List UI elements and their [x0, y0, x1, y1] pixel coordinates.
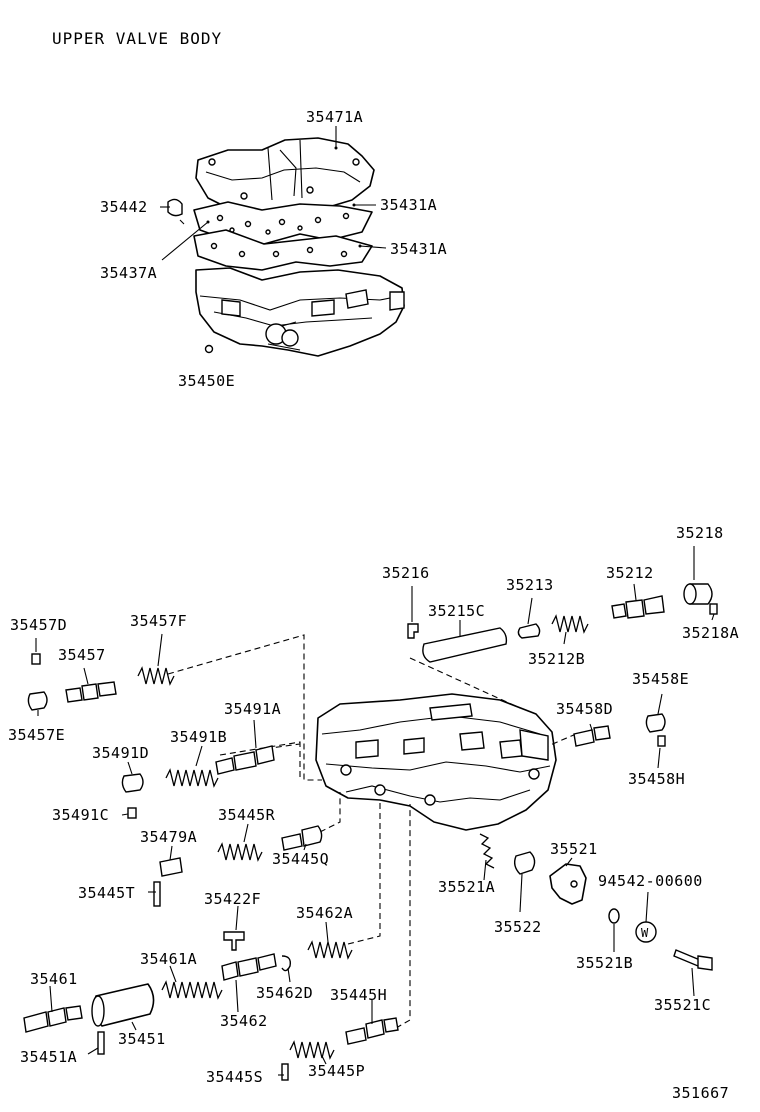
- label-35450E: 35450E: [178, 372, 235, 390]
- part-35212-drawing: [611, 595, 665, 619]
- label-35437A: 35437A: [100, 264, 157, 282]
- part-labels: 35471A 35442 35431A 35431A 35437A 35450E…: [8, 108, 739, 1102]
- label-35458E: 35458E: [632, 670, 689, 688]
- label-94542-00600: 94542-00600: [598, 872, 703, 890]
- part-35491A-drawing: [215, 745, 275, 775]
- part-35450E-drawing: [204, 344, 214, 354]
- part-35218-drawing: [683, 583, 713, 605]
- label-35521A: 35521A: [438, 878, 495, 896]
- label-35521B: 35521B: [576, 954, 633, 972]
- part-35445S-drawing: [281, 1063, 289, 1081]
- label-35462: 35462: [220, 1012, 268, 1030]
- label-35218: 35218: [676, 524, 724, 542]
- label-35462A: 35462A: [296, 904, 353, 922]
- part-35462D-drawing: [281, 955, 292, 972]
- label-35457: 35457: [58, 646, 106, 664]
- lower-leader-lines: [35, 546, 715, 1076]
- upper-leader-lines: [160, 126, 387, 261]
- part-35215C-drawing: [422, 627, 508, 663]
- part-35442-drawing: [167, 198, 183, 217]
- spring-35212B-drawing: [551, 614, 589, 634]
- label-35491A: 35491A: [224, 700, 281, 718]
- spring-35457F-drawing: [137, 666, 175, 686]
- part-35218A-drawing: [709, 603, 718, 615]
- label-35458D: 35458D: [556, 700, 613, 718]
- label-35445R: 35445R: [218, 806, 276, 824]
- label-35462D: 35462D: [256, 984, 313, 1002]
- label-35445Q: 35445Q: [272, 850, 329, 868]
- label-35431A-lower: 35431A: [390, 240, 447, 258]
- assembly-dash-lines: [167, 634, 577, 1029]
- label-35491C: 35491C: [52, 806, 109, 824]
- spring-35521A-drawing: [479, 833, 495, 869]
- part-35522-drawing: [513, 851, 536, 875]
- label-35442: 35442: [100, 198, 148, 216]
- part-35422F-drawing: [223, 931, 245, 951]
- spring-35445P-drawing: [289, 1040, 335, 1060]
- diagram-title: UPPER VALVE BODY: [52, 29, 222, 48]
- part-35445H-drawing: [345, 1017, 399, 1045]
- label-35458H: 35458H: [628, 770, 685, 788]
- part-35216-drawing: [407, 623, 419, 639]
- label-35451A: 35451A: [20, 1048, 77, 1066]
- label-35215C: 35215C: [428, 602, 485, 620]
- spring-35462A-drawing: [307, 940, 353, 960]
- cover-plate-drawing: [195, 137, 375, 213]
- label-35457E: 35457E: [8, 726, 65, 744]
- label-35431A-upper: 35431A: [380, 196, 437, 214]
- label-35216: 35216: [382, 564, 430, 582]
- label-35479A: 35479A: [140, 828, 197, 846]
- part-35458D-drawing: [573, 725, 611, 747]
- part-35461-drawing: [23, 1005, 83, 1033]
- label-35218A: 35218A: [682, 624, 739, 642]
- part-35457-drawing: [65, 681, 117, 703]
- label-35445S: 35445S: [206, 1068, 263, 1086]
- part-35458H-drawing: [657, 735, 666, 747]
- figure-code: 351667: [672, 1084, 729, 1102]
- part-35457D-drawing: [31, 653, 41, 665]
- upper-assembly: [167, 137, 405, 357]
- label-35491B: 35491B: [170, 728, 227, 746]
- label-35451: 35451: [118, 1030, 166, 1048]
- label-35445T: 35445T: [78, 884, 135, 902]
- upper-valve-body-drawing: [195, 267, 405, 357]
- part-35213-drawing: [517, 623, 541, 639]
- part-35445T-drawing: [153, 881, 161, 907]
- label-35445P: 35445P: [308, 1062, 365, 1080]
- label-35521: 35521: [550, 840, 598, 858]
- label-35212: 35212: [606, 564, 654, 582]
- label-35213: 35213: [506, 576, 554, 594]
- spring-35461A-drawing: [161, 980, 223, 1000]
- label-35471A: 35471A: [306, 108, 363, 126]
- part-35491D-drawing: [121, 773, 144, 793]
- part-35491C-drawing: [127, 807, 137, 819]
- part-35458E-drawing: [645, 713, 666, 733]
- part-35445Q-drawing: [281, 825, 323, 851]
- part-35451-drawing: [91, 983, 155, 1027]
- label-35522: 35522: [494, 918, 542, 936]
- part-35479A-drawing: [159, 857, 183, 877]
- label-35491D: 35491D: [92, 744, 149, 762]
- label-35212B: 35212B: [528, 650, 585, 668]
- separator-plate-lower-drawing: [193, 229, 373, 271]
- spring-35491B-drawing: [165, 768, 219, 788]
- label-35457F: 35457F: [130, 612, 187, 630]
- part-35462-drawing: [221, 953, 277, 981]
- spring-35445R-drawing: [217, 842, 263, 862]
- bolt-35521C-drawing: [673, 949, 713, 971]
- washer-mark-label: W: [641, 926, 649, 940]
- part-35451A-drawing: [97, 1031, 105, 1055]
- label-35422F: 35422F: [204, 890, 261, 908]
- part-35521B-drawing: [608, 908, 620, 924]
- lower-valve-body-drawing: [315, 693, 557, 831]
- label-35461: 35461: [30, 970, 78, 988]
- label-35461A: 35461A: [140, 950, 197, 968]
- part-35521-drawing: [549, 863, 587, 905]
- label-35521C: 35521C: [654, 996, 711, 1014]
- label-35445H: 35445H: [330, 986, 387, 1004]
- part-35457E-drawing: [27, 691, 48, 711]
- label-35457D: 35457D: [10, 616, 67, 634]
